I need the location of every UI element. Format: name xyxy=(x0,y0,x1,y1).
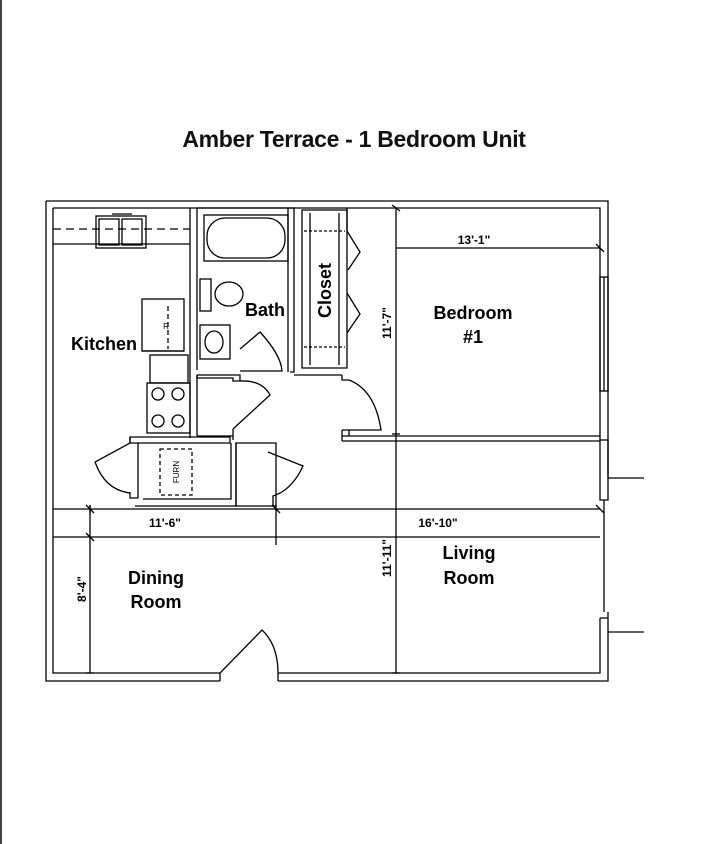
living-label-line2: Room xyxy=(444,568,495,588)
bedroom-depth-dimension: 11'-7" xyxy=(380,307,394,339)
living-label-line1: Living xyxy=(443,543,496,563)
bedroom-label-line2: #1 xyxy=(463,327,483,347)
dining-label-line2: Room xyxy=(131,592,182,612)
dining-label-line1: Dining xyxy=(128,568,184,588)
refrigerator-label: R xyxy=(163,322,169,331)
bedroom-label-line1: Bedroom xyxy=(433,303,512,323)
kitchen-label: Kitchen xyxy=(71,334,137,354)
living-depth-dimension: 11'-11" xyxy=(380,539,394,577)
bath-label: Bath xyxy=(245,300,285,320)
furnace-label: FURN xyxy=(172,461,181,483)
closet-label: Closet xyxy=(315,263,335,318)
living-width-dimension: 16'-10" xyxy=(418,516,457,530)
bedroom-width-dimension: 13'-1" xyxy=(458,233,491,247)
dining-depth-dimension: 8'-4" xyxy=(75,576,89,602)
plan-title: Amber Terrace - 1 Bedroom Unit xyxy=(182,126,526,152)
dining-width-dimension: 11'-6" xyxy=(149,516,181,530)
walls xyxy=(45,200,644,682)
